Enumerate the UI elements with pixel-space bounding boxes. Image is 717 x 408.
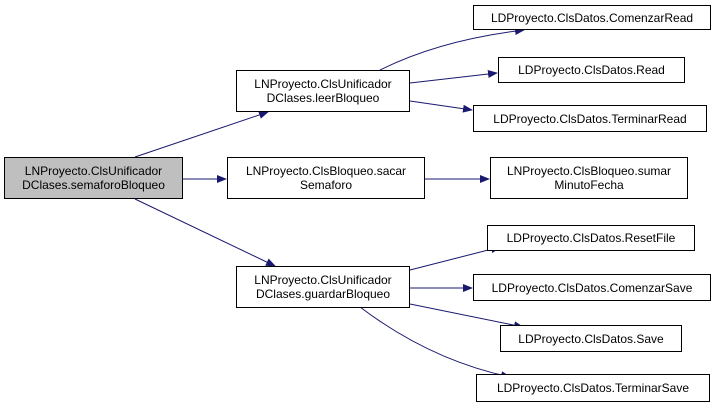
node-label: LDProyecto.ClsDatos.TerminarRead: [493, 111, 687, 126]
node-label-line2: DClases.leerBloqueo: [266, 91, 380, 105]
node-label: LDProyecto.ClsDatos.Save: [518, 331, 664, 346]
node-label: LDProyecto.ClsDatos.ComenzarSave: [491, 280, 693, 295]
edge-leerBloqueo-to-terminarRead: [409, 100, 473, 113]
node-comenzar-read[interactable]: LDProyecto.ClsDatos.ComenzarRead: [473, 5, 711, 30]
node-label: LDProyecto.ClsDatos.ResetFile: [506, 231, 676, 245]
edge-root-to-guardarBloqueo: [134, 198, 276, 267]
node-semaforo-bloqueo: LNProyecto.ClsUnificador DClases.semafor…: [4, 157, 183, 199]
edge-leerBloqueo-to-read: [409, 70, 498, 84]
node-label-line2: DClases.semaforoBloqueo: [22, 178, 165, 192]
node-label-line2: Semaforo: [299, 178, 353, 192]
node-sumar-minuto-fecha[interactable]: LNProyecto.ClsBloqueo.sumar MinutoFecha: [490, 157, 688, 199]
node-terminar-read[interactable]: LDProyecto.ClsDatos.TerminarRead: [473, 105, 707, 132]
node-label-line1: LNProyecto.ClsBloqueo.sumar: [506, 164, 672, 178]
edge-guardarBloqueo-to-resetFile: [409, 245, 501, 271]
node-reset-file[interactable]: LDProyecto.ClsDatos.ResetFile: [487, 225, 695, 251]
edge-leerBloqueo-to-comenzarRead: [379, 27, 525, 71]
node-label-line1: LNProyecto.ClsUnificador: [254, 273, 392, 287]
node-label-line2: DClases.guardarBloqueo: [255, 287, 391, 301]
edge-guardarBloqueo-to-terminarSave: [359, 306, 511, 380]
node-label-line1: LNProyecto.ClsUnificador: [254, 77, 392, 91]
node-label: LDProyecto.ClsDatos.ComenzarRead: [490, 10, 694, 25]
edge-guardarBloqueo-to-save: [409, 303, 524, 330]
node-terminar-save[interactable]: LDProyecto.ClsDatos.TerminarSave: [476, 374, 710, 402]
node-read[interactable]: LDProyecto.ClsDatos.Read: [498, 57, 685, 83]
node-comenzar-save[interactable]: LDProyecto.ClsDatos.ComenzarSave: [473, 274, 711, 301]
node-label-line1: LNProyecto.ClsBloqueo.sacar: [245, 164, 407, 178]
node-label-line1: LNProyecto.ClsUnificador: [24, 164, 163, 178]
edge-root-to-leerBloqueo: [134, 111, 269, 158]
node-guardar-bloqueo[interactable]: LNProyecto.ClsUnificador DClases.guardar…: [236, 266, 410, 308]
node-label: LDProyecto.ClsDatos.Read: [518, 63, 665, 77]
node-label: LDProyecto.ClsDatos.TerminarSave: [496, 381, 690, 395]
node-leer-bloqueo[interactable]: LNProyecto.ClsUnificador DClases.leerBlo…: [236, 70, 410, 112]
node-label-line2: MinutoFecha: [554, 178, 624, 192]
node-sacar-semaforo[interactable]: LNProyecto.ClsBloqueo.sacar Semaforo: [227, 157, 425, 199]
node-save[interactable]: LDProyecto.ClsDatos.Save: [500, 325, 682, 352]
